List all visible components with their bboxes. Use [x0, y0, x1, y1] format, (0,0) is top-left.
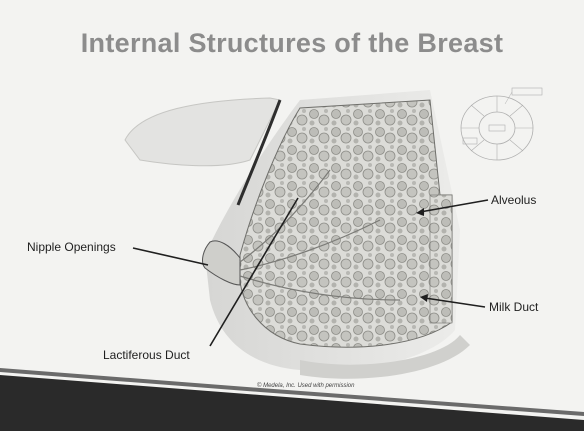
image-credit: © Medela, Inc. Used with permission [257, 383, 354, 389]
cut-face [430, 195, 452, 323]
label-alveolus: Alveolus [491, 193, 536, 207]
label-lactiferous-duct: Lactiferous Duct [103, 348, 190, 362]
glandular-tissue [240, 100, 452, 347]
label-nipple-openings: Nipple Openings [27, 240, 116, 254]
nipple-openings-leader [133, 248, 208, 265]
label-milk-duct: Milk Duct [489, 300, 538, 314]
inset-diagram [461, 88, 542, 160]
